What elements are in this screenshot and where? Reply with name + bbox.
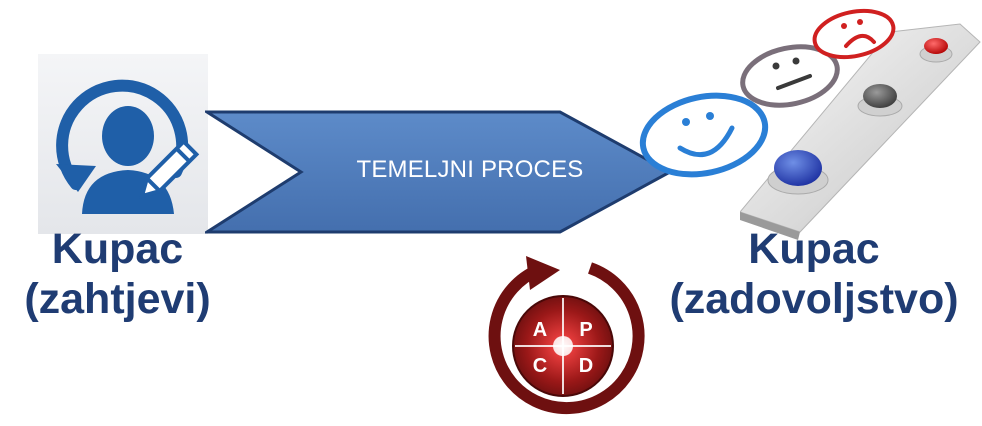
pdca-letter-p: P <box>579 319 592 341</box>
pdca-letter-d: D <box>579 355 593 377</box>
smiley-sad-icon <box>812 8 896 60</box>
pdca-cycle-icon: A P C D <box>488 256 645 415</box>
process-arrow <box>205 110 674 234</box>
customer-requirements-subtitle: (zahtjevi) <box>24 275 211 323</box>
smiley-neutral-icon <box>740 44 840 108</box>
customer-satisfaction-subtitle: (zadovoljstvo) <box>669 275 959 323</box>
pdca-letter-a: A <box>533 319 547 341</box>
customer-satisfaction-title: Kupac <box>748 225 880 273</box>
rating-buttons-panel <box>740 23 981 240</box>
smiley-happy-icon <box>639 92 769 178</box>
customer-requirements-label: Kupac (zahtjevi) <box>0 224 235 324</box>
customer-satisfaction-label: Kupac (zadovoljstvo) <box>646 224 982 324</box>
customer-requirements-title: Kupac <box>51 225 184 273</box>
process-label: TEMELJNI PROCES <box>356 156 584 183</box>
pdca-letter-c: C <box>533 355 547 377</box>
user-edit-icon <box>38 54 208 234</box>
